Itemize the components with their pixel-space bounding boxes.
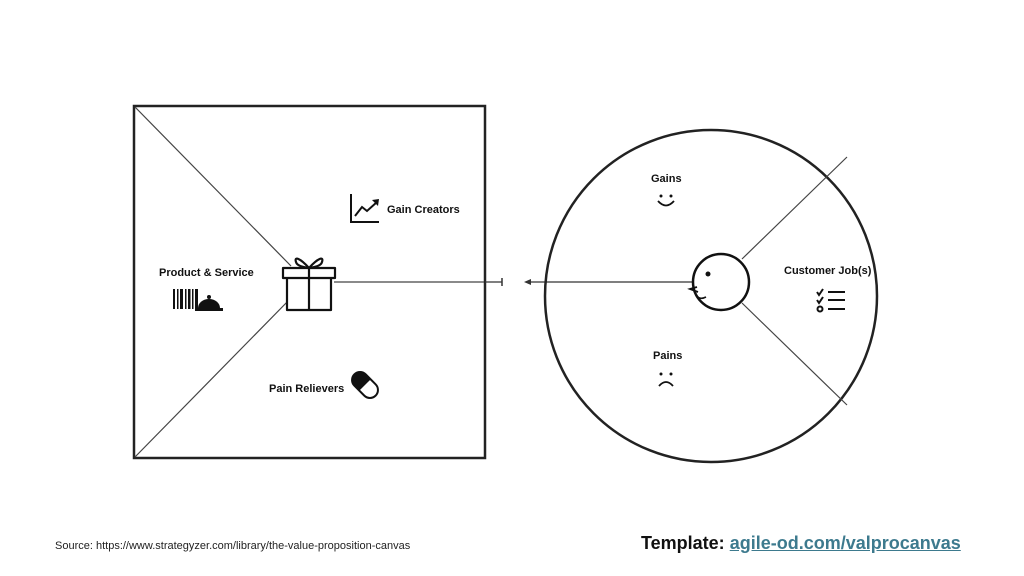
value-map <box>132 104 487 460</box>
gains-label: Gains <box>651 173 682 185</box>
template-link[interactable]: agile-od.com/valprocanvas <box>729 533 961 553</box>
gift-box-icon <box>281 257 337 312</box>
barcode-and-cloche-icon <box>173 289 223 311</box>
customer-jobs-label: Customer Job(s) <box>784 265 872 277</box>
pains-label: Pains <box>653 350 683 362</box>
template-prefix: Template: <box>641 533 725 553</box>
value-map-divider-top <box>134 106 292 267</box>
pain-relievers-label: Pain Relievers <box>269 383 345 395</box>
product-service-label: Product & Service <box>159 267 254 279</box>
customer-profile-divider-top <box>741 156 848 260</box>
checklist-icon <box>816 288 845 313</box>
gain-creators-label: Gain Creators <box>387 204 460 216</box>
value-map-divider-bottom <box>134 297 292 458</box>
customer-profile <box>543 128 879 464</box>
fit-connector <box>485 278 692 286</box>
smile-icon <box>657 194 675 207</box>
template-line: Template: agile-od.com/valprocanvas <box>641 533 961 554</box>
customer-profile-circle <box>543 128 879 464</box>
pill-capsule-icon <box>351 371 379 399</box>
source-citation: Source: https://www.strategyzer.com/libr… <box>55 540 411 552</box>
trending-chart-icon <box>350 194 379 223</box>
customer-face-icon <box>687 252 751 312</box>
frown-icon <box>658 372 674 387</box>
customer-profile-divider-bottom <box>741 302 848 406</box>
